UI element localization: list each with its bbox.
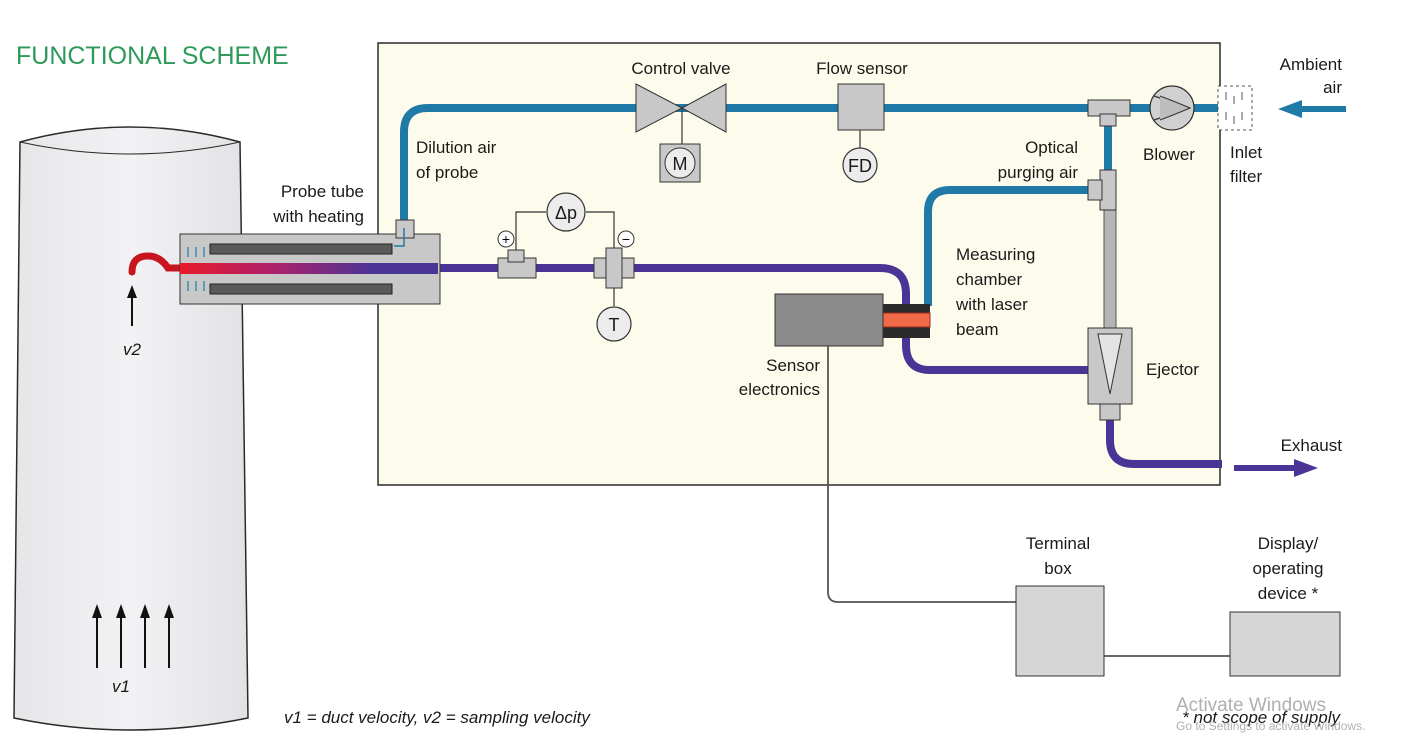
- control-valve-label: Control valve: [631, 59, 730, 78]
- tee-fitting-plus-stub: [507, 249, 525, 263]
- sensor-electronics-label-1: Sensor: [766, 356, 820, 375]
- plus-symbol: +: [502, 231, 510, 247]
- measuring-chamber-label-2: chamber: [956, 270, 1022, 289]
- dilution-air-label-1: Dilution air: [416, 138, 497, 157]
- probe-tube-label-1: Probe tube: [281, 182, 364, 201]
- terminal-box-label-2: box: [1044, 559, 1072, 578]
- blower-icon: [1149, 85, 1195, 131]
- optical-purge-tee: [1087, 169, 1117, 211]
- sampling-flow-arrow: [127, 285, 137, 326]
- display-label-2: operating: [1253, 559, 1324, 578]
- inlet-filter-icon: [1217, 85, 1253, 131]
- ambient-air-arrow: [1278, 100, 1346, 118]
- display-label-1: Display/: [1258, 534, 1319, 553]
- purge-tee: [1087, 99, 1131, 127]
- dilution-air-pipes: [400, 104, 1222, 306]
- measuring-chamber-icon: [881, 304, 931, 338]
- probe-tip: [128, 252, 192, 276]
- velocity-footnote: v1 = duct velocity, v2 = sampling veloci…: [284, 708, 591, 727]
- measuring-chamber-label-1: Measuring: [956, 245, 1035, 264]
- probe-tube-label-2: with heating: [272, 207, 364, 226]
- delta-p-symbol: Δp: [555, 203, 577, 223]
- delta-p-sensor: [546, 192, 586, 232]
- optical-purging-label-1: Optical: [1025, 138, 1078, 157]
- terminal-box: [1015, 585, 1105, 677]
- control-valve-icon: [635, 83, 727, 183]
- scope-footnote: * not scope of supply: [1182, 708, 1341, 727]
- duct-flow-arrows: [92, 604, 174, 668]
- ejector-label: Ejector: [1146, 360, 1199, 379]
- minus-symbol: −: [622, 231, 630, 247]
- inlet-filter-label-1: Inlet: [1230, 143, 1262, 162]
- measuring-chamber-label-4: beam: [956, 320, 999, 339]
- measuring-chamber-label-3: with laser: [955, 295, 1028, 314]
- sensor-electronics-box: [774, 293, 884, 347]
- flow-sensor-icon: [837, 83, 885, 183]
- probe-tube-housing: [179, 219, 441, 305]
- blower-label: Blower: [1143, 145, 1195, 164]
- flow-detector-symbol: FD: [848, 156, 872, 176]
- exhaust-arrow: [1234, 459, 1318, 477]
- optical-purging-label-2: purging air: [998, 163, 1079, 182]
- minus-icon: [617, 230, 635, 248]
- stack-duct: [13, 126, 249, 731]
- signal-cables: [827, 346, 1230, 657]
- sensor-electronics-label-2: electronics: [739, 380, 820, 399]
- cross-fitting-minus-stub: [605, 247, 623, 289]
- dilution-air-label-2: of probe: [416, 163, 478, 182]
- temperature-sensor: [596, 306, 632, 342]
- temperature-symbol: T: [609, 315, 620, 335]
- terminal-box-label-1: Terminal: [1026, 534, 1090, 553]
- display-device: [1229, 611, 1341, 677]
- display-label-3: device *: [1258, 584, 1319, 603]
- ambient-air-label-2: air: [1323, 78, 1342, 97]
- ejector-icon: [1087, 327, 1133, 421]
- inlet-filter-label-2: filter: [1230, 167, 1262, 186]
- flow-sensor-label: Flow sensor: [816, 59, 908, 78]
- activate-windows-watermark: Activate Windows: [1176, 695, 1326, 716]
- v2-label: v2: [123, 340, 142, 359]
- ambient-air-label-1: Ambient: [1280, 55, 1343, 74]
- activate-windows-hint: Go to Settings to activate Windows.: [1176, 719, 1365, 733]
- ejector-feed-pipe: [1103, 199, 1117, 329]
- plus-icon: [497, 230, 515, 248]
- diagram-title: FUNCTIONAL SCHEME: [16, 42, 289, 70]
- motor-symbol: M: [673, 154, 688, 174]
- v1-label: v1: [112, 677, 130, 696]
- exhaust-label: Exhaust: [1281, 436, 1343, 455]
